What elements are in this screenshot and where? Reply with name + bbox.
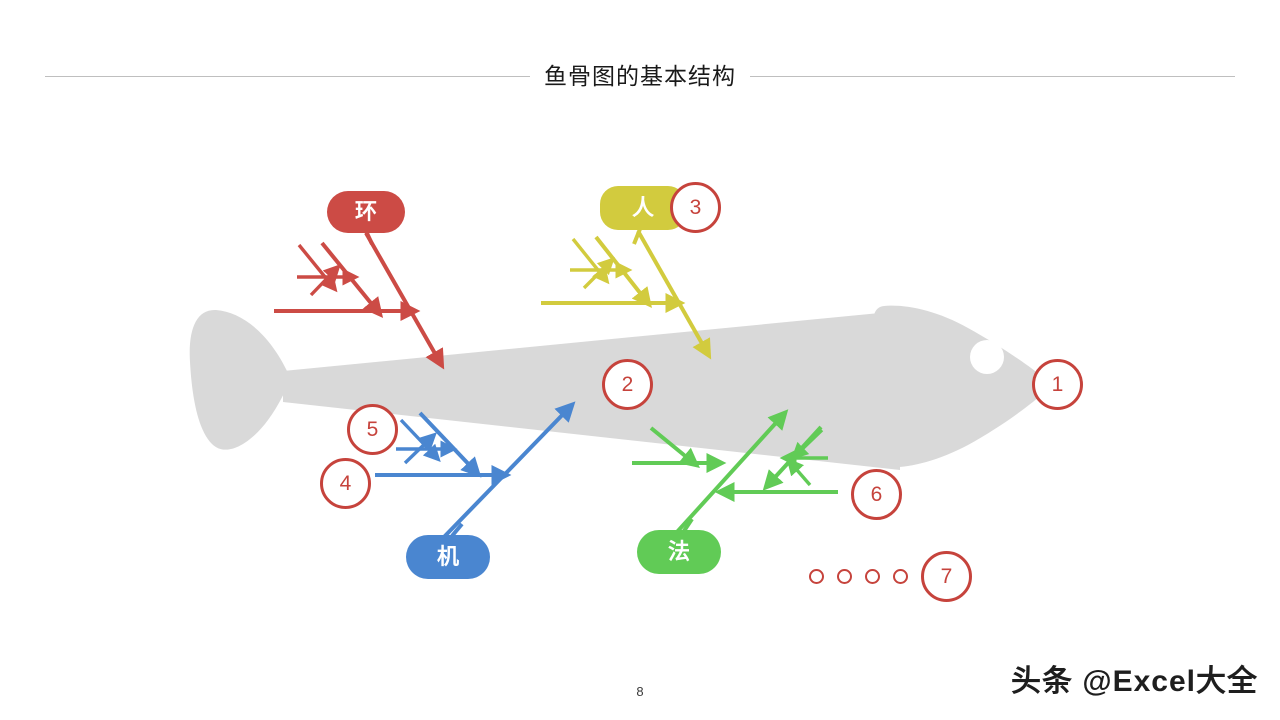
env-label-stem [364, 230, 374, 245]
branch-machine [375, 401, 576, 539]
watermark-text: 头条 @Excel大全 [1011, 665, 1258, 698]
people-sub-arrow-diagonal-up [582, 257, 615, 290]
machine-label-stem [450, 522, 464, 538]
page-number: 8 [636, 684, 644, 699]
method-sub-arrow-diagonal-up [786, 457, 812, 487]
legend-dot-3 [865, 569, 880, 584]
machine-sub-arrow-diagonal-up [403, 432, 437, 465]
people-main-arrow [636, 230, 712, 360]
title-row: 鱼骨图的基本结构 [0, 56, 1280, 96]
method-rib-diagonal-left [649, 426, 700, 469]
method-main-arrow [675, 409, 789, 534]
label-connectors [364, 228, 694, 538]
category-label-environment[interactable]: 环 [327, 191, 405, 233]
fish-spine [283, 311, 900, 470]
env-sub-arrow-diagonal-up [309, 264, 341, 297]
title-divider-right [750, 75, 1235, 77]
callout-circle-1[interactable]: 1 [1032, 359, 1083, 410]
people-label-stem [632, 228, 642, 245]
callout-circle-6[interactable]: 6 [851, 469, 902, 520]
legend-dot-2 [837, 569, 852, 584]
legend-dot-1 [809, 569, 824, 584]
callout-circle-5[interactable]: 5 [347, 404, 398, 455]
fish-head-icon [872, 305, 1052, 468]
method-label-stem [682, 517, 694, 533]
category-label-machine[interactable]: 机 [406, 535, 490, 579]
page-title: 鱼骨图的基本结构 [544, 62, 736, 89]
callout-circle-3[interactable]: 3 [670, 182, 721, 233]
callout-circle-2[interactable]: 2 [602, 359, 653, 410]
branch-environment [274, 232, 445, 370]
env-main-arrow [364, 232, 445, 370]
method-sub-arrow-diagonal-down [791, 428, 824, 460]
callout-circle-4[interactable]: 4 [320, 458, 371, 509]
fish-tail-icon [189, 309, 290, 450]
title-divider-left [45, 75, 530, 77]
category-label-method[interactable]: 法 [637, 530, 721, 574]
callout-circle-7[interactable]: 7 [921, 551, 972, 602]
branch-method [632, 409, 838, 534]
fish-eye-icon [970, 340, 1004, 374]
branch-people [541, 230, 712, 360]
legend-dot-4 [893, 569, 908, 584]
fish-silhouette [189, 305, 1052, 470]
